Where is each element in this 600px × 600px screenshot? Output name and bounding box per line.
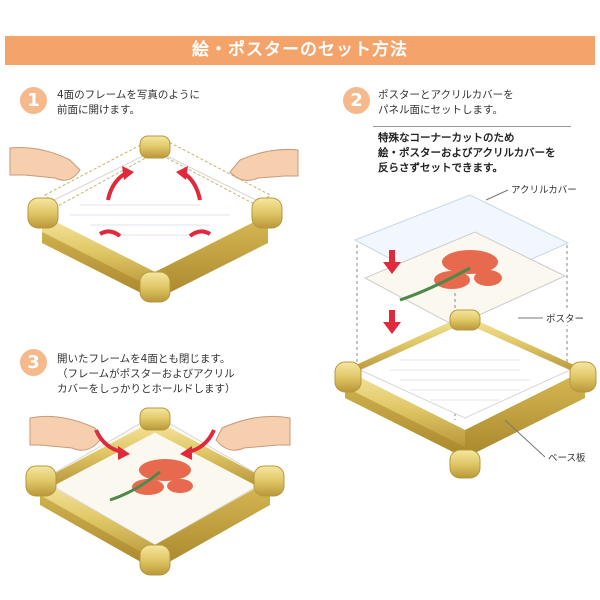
exploded-assembly-illustration <box>334 194 597 479</box>
step-2-line-2: パネル面にセットします。 <box>378 104 503 116</box>
closed-frame-illustration <box>25 407 291 576</box>
page-title: 絵・ポスターのセット方法 <box>5 36 595 65</box>
step-2-note: 特殊なコーナーカットのため 絵・ポスターおよびアクリルカバーを 反らさずセットで… <box>378 131 556 176</box>
step-2-note-line-3: 反らさずセットできます。 <box>378 162 503 174</box>
flower-art <box>434 250 502 289</box>
step-2-text: ポスターとアクリルカバーを パネル面にセットします。 <box>378 88 514 118</box>
step-1-line-1: 4面のフレームを写真のように <box>57 89 200 101</box>
acrylic-cover-label: アクリルカバー <box>508 182 580 196</box>
step-1-line-2: 前面に開けます。 <box>57 104 140 116</box>
step-1-text: 4面のフレームを写真のように 前面に開けます。 <box>57 88 200 118</box>
step-2-note-line-2: 絵・ポスターおよびアクリルカバーを <box>378 147 556 159</box>
step-3-line-3: カバーをしっかりとホールドします） <box>57 383 236 395</box>
step-3-text: 開いたフレームを4面とも閉じます。 （フレームがポスターおよびアクリル カバーを… <box>57 352 236 397</box>
poster-label: ポスター <box>543 311 588 325</box>
step-3-line-1: 開いたフレームを4面とも閉じます。 <box>57 353 231 365</box>
down-arrows <box>383 250 401 334</box>
step-3-line-2: （フレームがポスターおよびアクリル <box>57 368 235 380</box>
step-2-line-1: ポスターとアクリルカバーを <box>378 89 514 101</box>
base-board-label: ベース板 <box>545 450 589 464</box>
step-2-note-line-1: 特殊なコーナーカットのため <box>378 132 515 144</box>
step-1-number: 1 <box>20 87 47 114</box>
step-2-number: 2 <box>343 87 370 114</box>
divider <box>373 126 571 127</box>
callout-leaders <box>485 189 546 458</box>
open-frame-illustration <box>9 135 299 303</box>
step-3-number: 3 <box>20 349 47 376</box>
